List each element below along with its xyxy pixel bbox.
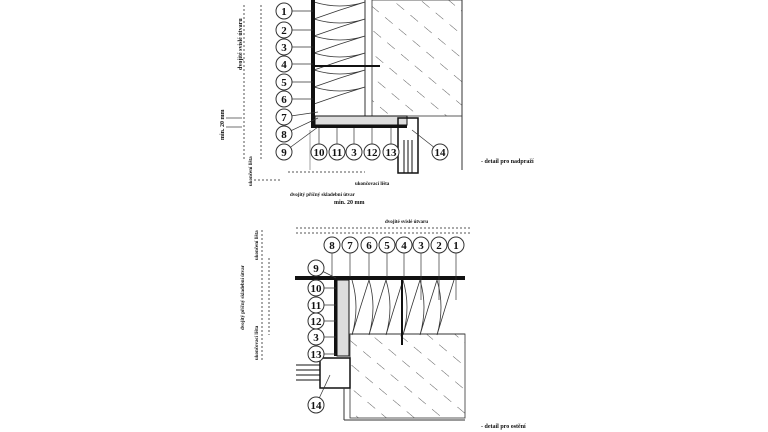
reveal-insulation-bottom bbox=[336, 279, 350, 357]
marker-number: 13 bbox=[311, 349, 323, 361]
insulation-pattern bbox=[312, 1, 366, 105]
top-detail: dvojité svislé útvaru min. 20 mm ukončen… bbox=[220, 0, 534, 206]
bottom-label-vertical-1: ukončení lišta bbox=[255, 230, 260, 260]
top-label-vertical-2: ukončení lišta bbox=[249, 156, 254, 186]
marker-circle bbox=[323, 236, 341, 254]
top-caption: - detail pro nadpraží bbox=[481, 159, 534, 165]
marker-number: 12 bbox=[367, 147, 379, 159]
marker-number: 3 bbox=[281, 42, 287, 54]
marker-number: 1 bbox=[453, 240, 459, 252]
marker-circle bbox=[431, 143, 449, 161]
marker-circle bbox=[341, 236, 359, 254]
marker-number: 8 bbox=[329, 240, 335, 252]
marker-circle bbox=[275, 38, 293, 56]
reveal-insulation bbox=[314, 115, 408, 126]
marker-number: 14 bbox=[435, 147, 447, 159]
marker-circle bbox=[275, 55, 293, 73]
concrete-lintel bbox=[371, 0, 463, 117]
marker-circle bbox=[275, 21, 293, 39]
marker-number: 3 bbox=[313, 332, 319, 344]
marker-number: 7 bbox=[281, 112, 287, 124]
marker-number: 14 bbox=[311, 400, 323, 412]
marker-number: 11 bbox=[332, 147, 342, 159]
window-frame-bottom bbox=[319, 357, 351, 389]
marker-circle bbox=[328, 143, 346, 161]
marker-number: 2 bbox=[436, 240, 442, 252]
marker-number: 8 bbox=[281, 129, 287, 141]
marker-circle bbox=[382, 143, 400, 161]
marker-circle bbox=[363, 143, 381, 161]
top-label-vertical-1: dvojité svislé útvaru bbox=[238, 18, 244, 70]
marker-number: 11 bbox=[311, 300, 321, 312]
bottom-caption: - detail pro ostění bbox=[481, 424, 526, 430]
marker-number: 13 bbox=[386, 147, 398, 159]
marker-circle bbox=[275, 73, 293, 91]
marker-number: 1 bbox=[281, 6, 287, 18]
marker-number: 12 bbox=[311, 316, 323, 328]
marker-circle bbox=[307, 396, 325, 414]
top-dim-vertical: min. 20 mm bbox=[220, 110, 226, 141]
marker-number: 3 bbox=[418, 240, 424, 252]
marker-circle bbox=[307, 279, 325, 297]
top-label-horizontal-1: ukončovací lišta bbox=[355, 182, 390, 187]
marker-circle bbox=[275, 90, 293, 108]
marker-number: 7 bbox=[347, 240, 353, 252]
concrete-jamb bbox=[349, 333, 466, 419]
marker-number: 5 bbox=[384, 240, 390, 252]
marker-number: 10 bbox=[311, 283, 323, 295]
marker-circle bbox=[430, 236, 448, 254]
marker-circle bbox=[307, 259, 325, 277]
marker-circle bbox=[307, 345, 325, 363]
bottom-label-top: dvojité svislé útvaru bbox=[385, 220, 428, 225]
marker-number: 6 bbox=[366, 240, 372, 252]
marker-number: 9 bbox=[281, 147, 287, 159]
sill-render bbox=[311, 125, 407, 128]
marker-number: 6 bbox=[281, 94, 287, 106]
bottom-label-vertical-2: dvojitý příčný skladební útvar bbox=[241, 264, 246, 330]
marker-number: 4 bbox=[281, 59, 287, 71]
top-label-horizontal-2: dvojitý příčný skladební útvar bbox=[290, 193, 356, 198]
marker-number: 5 bbox=[281, 77, 287, 89]
render-layer-bottom bbox=[295, 276, 465, 280]
marker-circle bbox=[275, 2, 293, 20]
marker-circle bbox=[275, 108, 293, 126]
marker-number: 2 bbox=[281, 25, 287, 37]
marker-circle bbox=[310, 143, 328, 161]
marker-circle bbox=[378, 236, 396, 254]
marker-number: 4 bbox=[401, 240, 407, 252]
marker-circle bbox=[307, 328, 325, 346]
marker-circle bbox=[395, 236, 413, 254]
top-dim-horizontal: min. 20 mm bbox=[334, 200, 365, 206]
marker-circle bbox=[275, 143, 293, 161]
marker-circle bbox=[345, 143, 363, 161]
marker-circle bbox=[360, 236, 378, 254]
bottom-detail: dvojité svislé útvaru ukončení lišta dvo… bbox=[241, 220, 526, 430]
bottom-label-vertical-3: ukončovací lišta bbox=[255, 325, 260, 360]
marker-circle bbox=[412, 236, 430, 254]
marker-circle bbox=[447, 236, 465, 254]
marker-number: 3 bbox=[351, 147, 357, 159]
marker-circle bbox=[275, 125, 293, 143]
marker-number: 10 bbox=[314, 147, 326, 159]
marker-number: 9 bbox=[313, 263, 319, 275]
